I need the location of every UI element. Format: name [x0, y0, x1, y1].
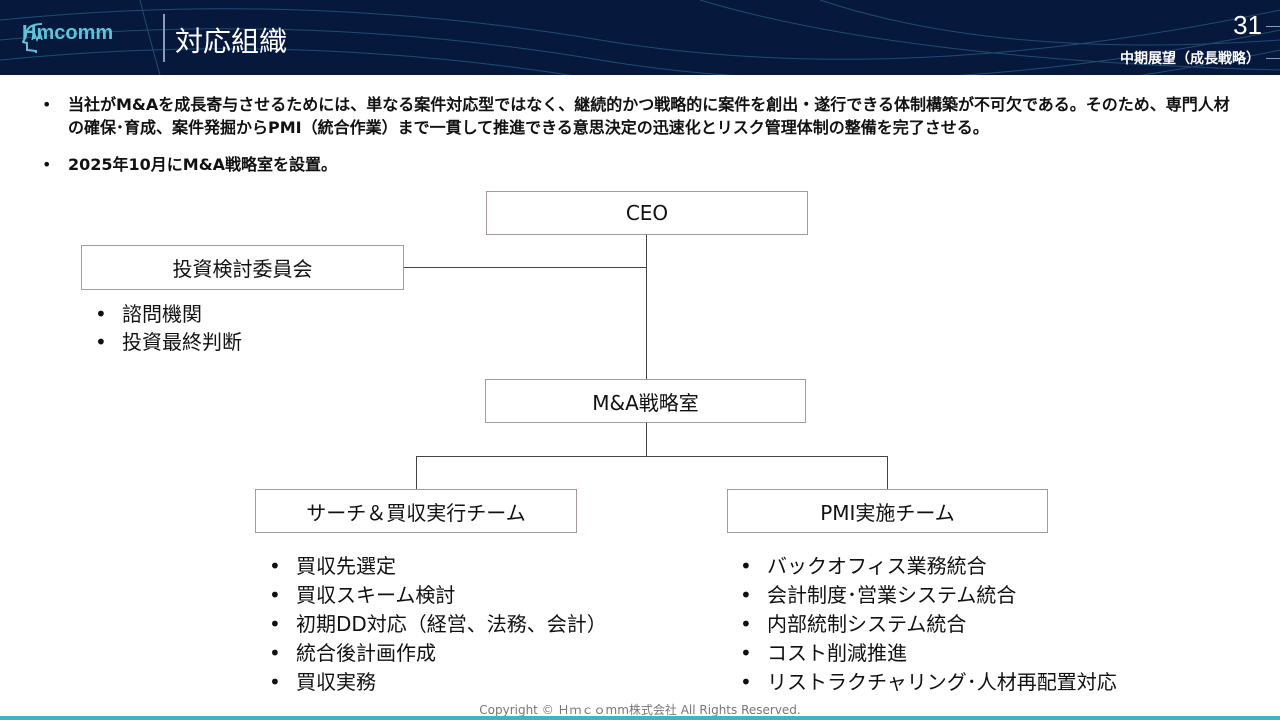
list-item: 買収スキーム検討: [269, 581, 607, 610]
list-item: リストラクチャリング･人材再配置対応: [740, 668, 1117, 697]
footer-accent-bar: [0, 716, 1280, 720]
summary-bullets: 当社がM&Aを成長寄与させるためには、単なる案件対応型ではなく、継続的かつ戦略的…: [42, 93, 1242, 190]
org-box-pmi-team: PMI実施チーム: [727, 489, 1048, 533]
list-item: 投資最終判断: [95, 328, 242, 356]
connector-line: [646, 423, 647, 456]
list-item: 諮問機関: [95, 300, 242, 328]
list-item: 内部統制システム統合: [740, 610, 1117, 639]
list-item: 初期DD対応（経営、法務、会計）: [269, 610, 607, 639]
connector-line: [404, 267, 647, 268]
page-number: 31: [1233, 10, 1262, 40]
bullet-text: 当社がM&Aを成長寄与させるためには、単なる案件対応型ではなく、継続的かつ戦略的…: [42, 93, 1242, 139]
connector-line: [416, 456, 417, 489]
pmi-team-list: バックオフィス業務統合 会計制度･営業システム統合 内部統制システム統合 コスト…: [740, 552, 1117, 697]
head-logo-icon: [22, 23, 43, 53]
list-item: 統合後計画作成: [269, 639, 607, 668]
hmcomm-logo: Hmcomm: [22, 22, 114, 53]
divider: [1266, 26, 1280, 27]
divider: [1266, 58, 1280, 59]
header-wave-decoration: [0, 0, 1280, 75]
header-bar: Hmcomm 対応組織 31 中期展望（成長戦略）: [0, 0, 1280, 75]
logo-text: Hmcomm: [22, 22, 114, 44]
section-label: 中期展望（成長戦略）: [1120, 51, 1260, 67]
org-box-ceo: CEO: [486, 191, 808, 235]
list-item: バックオフィス業務統合: [740, 552, 1117, 581]
connector-line: [416, 456, 888, 457]
page-title: 対応組織: [175, 25, 288, 58]
org-box-search-team: サーチ＆買収実行チーム: [255, 489, 577, 533]
header-divider: [163, 14, 165, 62]
search-team-list: 買収先選定 買収スキーム検討 初期DD対応（経営、法務、会計） 統合後計画作成 …: [269, 552, 607, 697]
list-item: 買収先選定: [269, 552, 607, 581]
list-item: コスト削減推進: [740, 639, 1117, 668]
connector-line: [887, 456, 888, 489]
list-item: 会計制度･営業システム統合: [740, 581, 1117, 610]
committee-list: 諮問機関 投資最終判断: [95, 300, 242, 356]
bullet-text: 2025年10月にM&A戦略室を設置。: [42, 153, 1242, 176]
list-item: 買収実務: [269, 668, 607, 697]
copyright: Copyright © Ｈｍｃｏmm株式会社 All Rights Reserv…: [479, 703, 801, 717]
connector-line: [646, 235, 647, 379]
org-box-committee: 投資検討委員会: [81, 245, 404, 290]
org-box-ma-office: M&A戦略室: [485, 379, 806, 423]
